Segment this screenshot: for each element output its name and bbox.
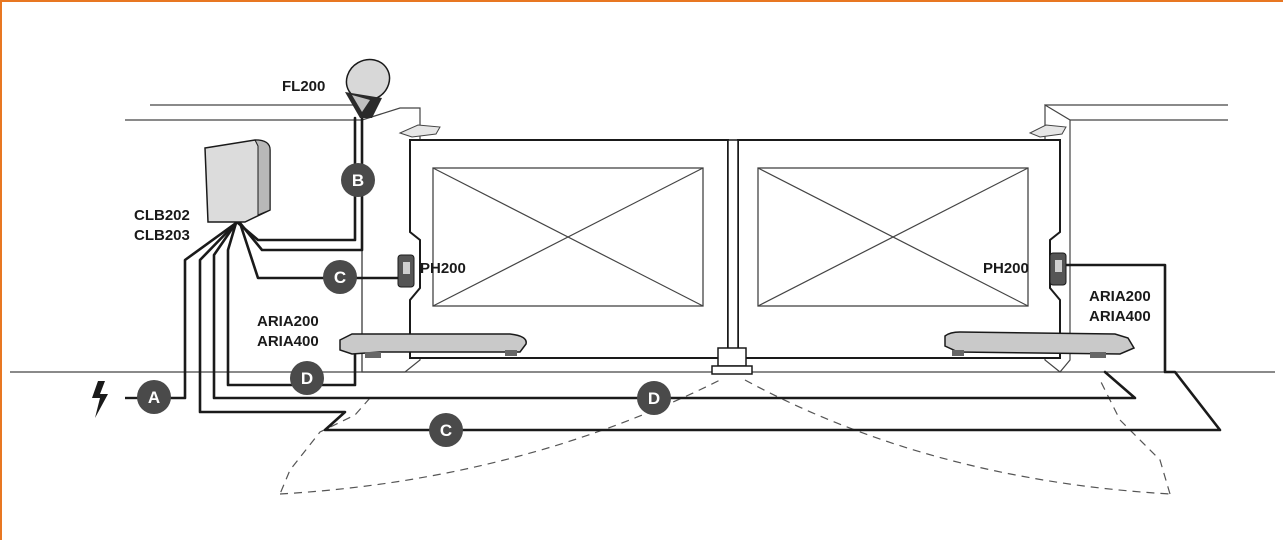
label-ph200-left: PH200 (420, 260, 466, 277)
cable-d-left (226, 221, 357, 387)
motor-left (339, 333, 527, 358)
badge-c-right: C (429, 413, 463, 447)
label-aria200-right: ARIA200 (1089, 288, 1151, 305)
hinge-cap-left (398, 124, 441, 138)
svg-text:C: C (440, 421, 452, 440)
label-fl200: FL200 (282, 78, 325, 95)
label-clb203: CLB203 (134, 227, 190, 244)
svg-text:D: D (648, 389, 660, 408)
photocell-right (1049, 252, 1067, 286)
label-aria400-left: ARIA400 (257, 333, 319, 350)
photocell-left (397, 254, 415, 288)
left-gate-leaf (409, 139, 729, 359)
flashing-light (345, 58, 391, 118)
label-aria200-left: ARIA200 (257, 313, 319, 330)
badge-a: A (137, 380, 171, 414)
motor-right (944, 331, 1136, 358)
svg-text:C: C (334, 268, 346, 287)
badge-c-left: C (323, 260, 357, 294)
right-gate-leaf (737, 139, 1061, 359)
label-ph200-right: PH200 (983, 260, 1029, 277)
cable-c-right (198, 221, 1222, 432)
svg-text:B: B (352, 171, 364, 190)
badge-d-right: D (637, 381, 671, 415)
label-clb202: CLB202 (134, 207, 190, 224)
svg-text:D: D (301, 369, 313, 388)
swing-arc-right (744, 379, 1171, 495)
center-stop (711, 139, 753, 375)
control-unit (204, 139, 271, 223)
cable-a (168, 221, 238, 400)
right-wall (1044, 103, 1228, 373)
swing-arc-right-outer (1099, 379, 1171, 495)
svg-text:A: A (148, 388, 160, 407)
badge-d-left: D (290, 361, 324, 395)
label-aria400-right: ARIA400 (1089, 308, 1151, 325)
swing-arc-left (279, 397, 371, 495)
lightning-icon (92, 381, 108, 418)
hinge-cap-right (1028, 124, 1067, 138)
badge-b: B (341, 163, 375, 197)
